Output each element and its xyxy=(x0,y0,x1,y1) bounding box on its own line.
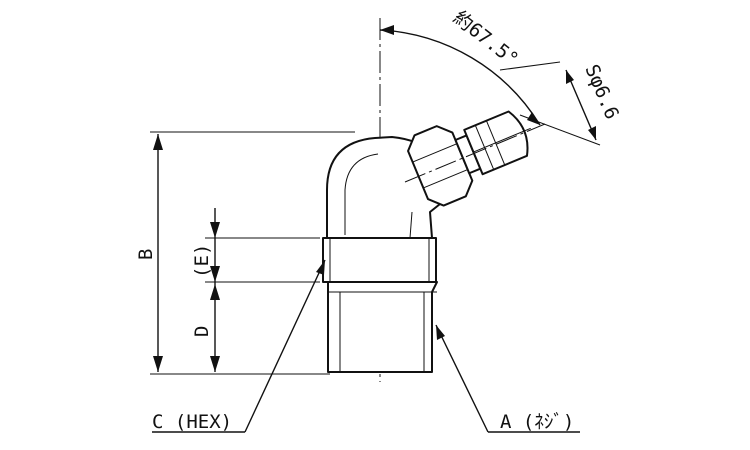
nipple-axis-line xyxy=(404,123,546,183)
extension-lines xyxy=(150,131,355,375)
callout-A-label: A (ﾈｼﾞ) xyxy=(500,411,574,433)
hex-body xyxy=(322,237,437,283)
dimension-E-D xyxy=(210,208,220,372)
sphere-dimension xyxy=(499,61,601,146)
leader-A xyxy=(435,324,580,433)
dimension-B xyxy=(153,134,163,372)
sphere-diameter-label: Sφ6.6 xyxy=(580,61,623,122)
dimension-D-label: D xyxy=(191,326,213,337)
leader-C xyxy=(152,259,326,433)
angle-label: 約67.5° xyxy=(449,7,523,71)
dimension-B-label: B xyxy=(135,249,157,260)
callout-C-label: C (HEX) xyxy=(152,411,232,433)
angle-dimension-arc xyxy=(379,25,541,126)
dimension-E-label: (E) xyxy=(191,244,213,278)
thread-section xyxy=(327,281,438,373)
grease-nipple-head xyxy=(407,110,531,207)
